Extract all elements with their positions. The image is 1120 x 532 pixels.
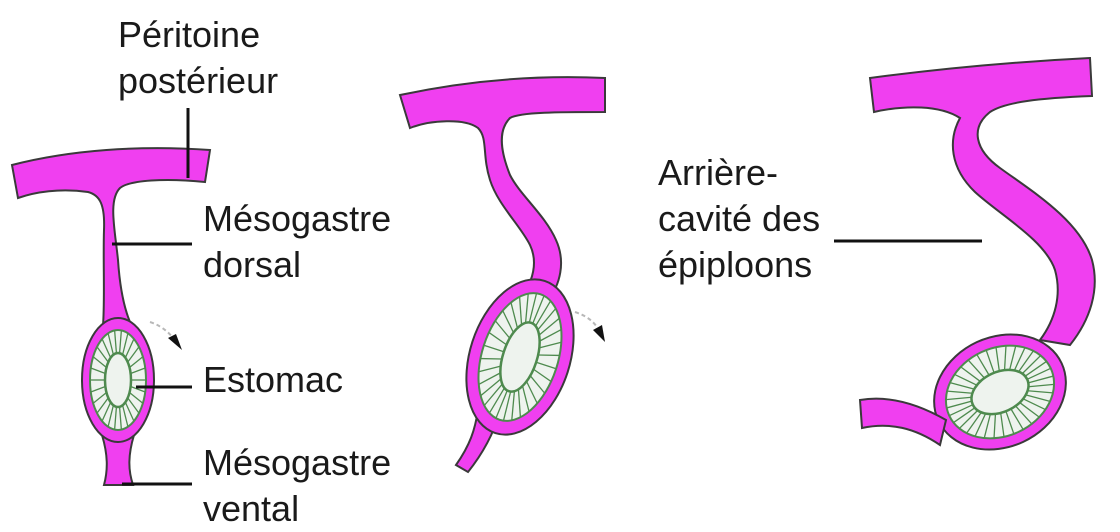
posterior-peritoneum-stage-2 (400, 77, 605, 300)
label-arriere-cavite-line3: épiploons (658, 242, 812, 288)
label-mesogastre-dorsal-line1: Mésogastre (203, 196, 391, 242)
stomach-lumen-stage-1 (105, 353, 131, 407)
rotation-arrowhead-icon (593, 325, 605, 342)
rotation-arrowhead-icon (168, 334, 182, 350)
label-peritoine-line2: postérieur (118, 58, 278, 104)
label-estomac: Estomac (203, 357, 343, 403)
stage-2 (400, 77, 605, 472)
stage-1 (12, 148, 210, 485)
label-mesogastre-dorsal-line2: dorsal (203, 242, 301, 288)
label-peritoine-line1: Péritoine (118, 12, 260, 58)
stage-3 (860, 58, 1095, 471)
label-arriere-cavite-line2: cavité des (658, 196, 820, 242)
label-mesogastre-ventral-line2: vental (203, 486, 299, 532)
label-mesogastre-ventral-line1: Mésogastre (203, 440, 391, 486)
posterior-peritoneum-stage-1 (12, 148, 210, 325)
greater-omentum-fold (860, 399, 946, 445)
label-arriere-cavite-line1: Arrière- (658, 150, 778, 196)
posterior-peritoneum-stage-3 (870, 58, 1095, 345)
